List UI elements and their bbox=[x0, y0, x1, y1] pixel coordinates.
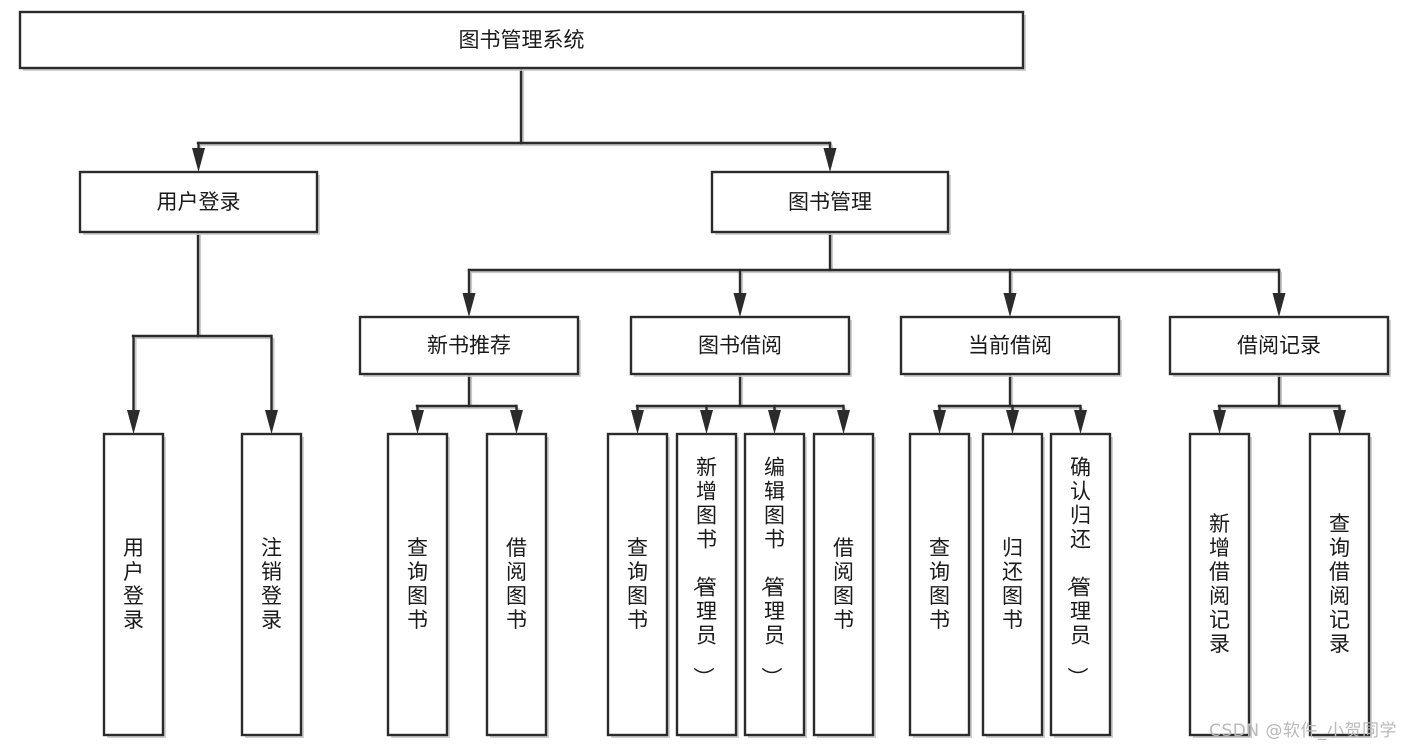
node-label: 用户登录 bbox=[157, 190, 241, 214]
node-label: 查询图书 bbox=[627, 536, 648, 632]
node-label: 图书借阅 bbox=[698, 334, 782, 358]
arrow-head-icon bbox=[1213, 410, 1226, 434]
arrow-head-icon bbox=[1003, 293, 1017, 317]
arrow-head-icon bbox=[265, 410, 278, 434]
node-box[interactable] bbox=[899, 315, 1121, 376]
node-box[interactable] bbox=[358, 315, 580, 376]
node-label: 确认归还（管理员） bbox=[1065, 456, 1091, 688]
arrow-head-icon bbox=[1333, 410, 1346, 434]
node-leaf-new-query[interactable]: 查询图书 bbox=[386, 432, 450, 738]
node-leaf-borrow-query[interactable]: 查询图书 bbox=[606, 432, 670, 738]
arrow-head-icon bbox=[127, 410, 140, 434]
arrow-head-icon bbox=[837, 410, 850, 434]
node-record[interactable]: 借阅记录 bbox=[1168, 315, 1391, 377]
arrow-head-icon bbox=[462, 293, 476, 317]
node-root[interactable]: 图书管理系统 bbox=[18, 10, 1026, 71]
connector-layer bbox=[127, 66, 1346, 434]
node-bookmgr[interactable]: 图书管理 bbox=[710, 170, 951, 235]
connector-group-bus-newbook bbox=[411, 372, 523, 434]
arrow-head-icon bbox=[1006, 410, 1019, 434]
node-label: 借阅图书 bbox=[833, 536, 854, 632]
connector-group-bus-record bbox=[1213, 372, 1346, 434]
node-box[interactable] bbox=[743, 432, 806, 737]
node-label: 用户登录 bbox=[123, 536, 144, 632]
node-leaf-borrow-edit[interactable]: 编辑图书（管理员） bbox=[743, 432, 807, 738]
arrow-head-icon bbox=[1272, 293, 1286, 317]
node-borrow[interactable]: 图书借阅 bbox=[629, 315, 852, 377]
node-label: 借阅图书 bbox=[506, 536, 527, 632]
node-box[interactable] bbox=[981, 432, 1044, 737]
node-label: 新书推荐 bbox=[427, 334, 511, 358]
node-box[interactable] bbox=[606, 432, 669, 737]
arrow-head-icon bbox=[192, 148, 205, 172]
connector-group-bus-bookmgr bbox=[462, 230, 1286, 317]
node-label: 查询图书 bbox=[929, 536, 950, 632]
node-leaf-cur-return[interactable]: 归还图书 bbox=[981, 432, 1045, 738]
node-box[interactable] bbox=[629, 315, 851, 376]
node-leaf-rec-query[interactable]: 查询借阅记录 bbox=[1308, 432, 1372, 738]
arrow-head-icon bbox=[733, 293, 747, 317]
connector-group-bus-current bbox=[933, 372, 1087, 434]
node-box[interactable] bbox=[710, 170, 950, 234]
node-label: 图书管理 bbox=[788, 190, 872, 214]
node-box[interactable] bbox=[1188, 432, 1251, 737]
node-label: 查询借阅记录 bbox=[1329, 512, 1350, 656]
node-label: 编辑图书（管理员） bbox=[759, 456, 785, 688]
node-box[interactable] bbox=[1049, 432, 1112, 737]
node-label: 注销登录 bbox=[261, 536, 282, 632]
arrow-head-icon bbox=[700, 410, 713, 434]
node-box[interactable] bbox=[386, 432, 449, 737]
node-label: 图书管理系统 bbox=[459, 28, 585, 52]
node-box[interactable] bbox=[675, 432, 738, 737]
arrow-head-icon bbox=[1074, 410, 1087, 434]
arrow-head-icon bbox=[933, 410, 946, 434]
node-label: 新增借阅记录 bbox=[1209, 512, 1230, 656]
node-leaf-user-login[interactable]: 用户登录 bbox=[102, 432, 166, 738]
node-label: 借阅记录 bbox=[1237, 334, 1321, 358]
node-box[interactable] bbox=[18, 10, 1025, 70]
node-leaf-user-logout[interactable]: 注销登录 bbox=[240, 432, 304, 738]
node-label: 归还图书 bbox=[1002, 536, 1023, 632]
node-box[interactable] bbox=[1168, 315, 1390, 376]
node-box[interactable] bbox=[240, 432, 303, 737]
node-leaf-rec-add[interactable]: 新增借阅记录 bbox=[1188, 432, 1252, 738]
connector-group-bus-root bbox=[192, 66, 837, 172]
node-leaf-borrow-lend[interactable]: 借阅图书 bbox=[812, 432, 876, 738]
arrow-head-icon bbox=[631, 410, 644, 434]
node-layer: 图书管理系统用户登录图书管理新书推荐图书借阅当前借阅借阅记录用户登录注销登录查询… bbox=[18, 10, 1391, 738]
node-box[interactable] bbox=[102, 432, 165, 737]
node-box[interactable] bbox=[812, 432, 875, 737]
node-leaf-new-borrow[interactable]: 借阅图书 bbox=[485, 432, 549, 738]
node-login[interactable]: 用户登录 bbox=[78, 170, 320, 235]
arrow-head-icon bbox=[768, 410, 781, 434]
arrow-head-icon bbox=[411, 410, 424, 434]
node-label: 查询图书 bbox=[407, 536, 428, 632]
node-box[interactable] bbox=[78, 170, 319, 234]
arrow-head-icon bbox=[510, 410, 523, 434]
node-box[interactable] bbox=[908, 432, 971, 737]
arrow-head-icon bbox=[823, 148, 837, 172]
node-label: 当前借阅 bbox=[968, 334, 1052, 358]
node-leaf-borrow-add[interactable]: 新增图书（管理员） bbox=[675, 432, 739, 738]
node-leaf-cur-query[interactable]: 查询图书 bbox=[908, 432, 972, 738]
connector-group-bus-login bbox=[127, 230, 278, 434]
node-newbook[interactable]: 新书推荐 bbox=[358, 315, 581, 377]
node-label: 新增图书（管理员） bbox=[691, 456, 717, 688]
node-leaf-cur-confirm[interactable]: 确认归还（管理员） bbox=[1049, 432, 1113, 738]
node-box[interactable] bbox=[1308, 432, 1371, 737]
node-box[interactable] bbox=[485, 432, 548, 737]
node-current[interactable]: 当前借阅 bbox=[899, 315, 1122, 377]
connector-group-bus-borrow bbox=[631, 372, 850, 434]
